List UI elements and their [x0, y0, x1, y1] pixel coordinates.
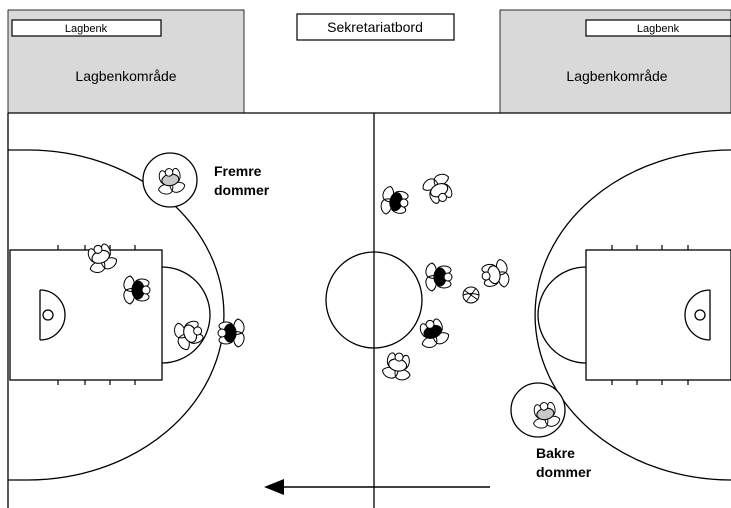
restricted-arc-left: [39, 289, 66, 341]
player-dark-4: [425, 262, 453, 292]
free-throw-circle-right: [537, 266, 587, 364]
key-right: [585, 249, 731, 381]
player-light-2: [171, 315, 207, 353]
key-left: [9, 249, 163, 381]
player-light-3: [419, 170, 458, 208]
bench-right: [585, 19, 731, 37]
player-light-5: [380, 350, 415, 382]
scorer-table-label: Sekretariatbord: [327, 19, 423, 35]
arrow-head-icon: [264, 479, 284, 495]
court-lines: [7, 112, 731, 508]
three-point-arc-right: [534, 149, 731, 481]
bench-left: [11, 19, 162, 37]
hoop-right: [694, 309, 706, 321]
restricted-arc-right: [684, 289, 711, 341]
scorer-table: [296, 13, 455, 41]
bench-area-right-label: Lagbenkområde: [566, 68, 667, 84]
bench-right-label: Lagbenk: [637, 23, 680, 35]
free-throw-circle-left: [161, 266, 211, 364]
player-dark-1: [123, 275, 151, 305]
player-dark-3: [379, 184, 411, 219]
basketball-icon: [462, 286, 480, 304]
player-dark-2: [217, 318, 245, 348]
lane-marks: [57, 245, 689, 385]
player-dark-5: [414, 315, 452, 351]
trail-official-label-2: dommer: [536, 464, 592, 480]
lead-official-label-1: Fremre: [214, 163, 262, 179]
hoop-left: [42, 309, 54, 321]
player-light-4: [479, 257, 511, 292]
bench-left-label: Lagbenk: [65, 23, 108, 35]
center-circle: [325, 251, 423, 349]
lead-official-label-2: dommer: [214, 182, 270, 198]
player-light-1: [82, 240, 120, 276]
bench-area-left-label: Lagbenkområde: [75, 68, 176, 84]
three-point-arc-left: [8, 149, 225, 481]
trail-official-label-1: Bakre: [536, 445, 575, 461]
